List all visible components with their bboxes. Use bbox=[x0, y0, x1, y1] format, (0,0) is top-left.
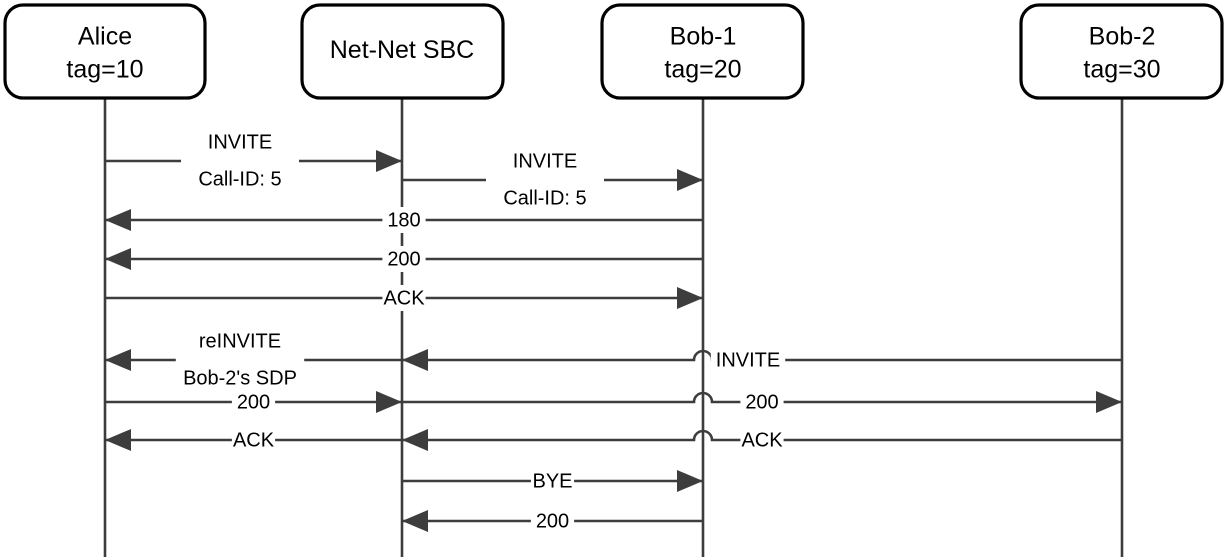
actor-name-alice: Alice bbox=[78, 23, 132, 51]
label-mask-m7 bbox=[710, 347, 786, 373]
message-sublabel-m6: Bob-2's SDP bbox=[183, 367, 297, 389]
message-label-m6: reINVITE bbox=[199, 330, 281, 352]
arrowhead-m5 bbox=[677, 287, 703, 309]
message-m5: ACK bbox=[105, 285, 703, 311]
message-label-m12: BYE bbox=[532, 470, 572, 492]
message-line-m11 bbox=[402, 429, 1122, 442]
message-label-m11: ACK bbox=[741, 429, 783, 451]
message-label-m13: 200 bbox=[536, 510, 569, 532]
arrowhead-m4 bbox=[105, 248, 131, 270]
message-m13: 200 bbox=[402, 508, 703, 534]
arrowhead-m9 bbox=[1096, 391, 1122, 413]
arrowhead-m1 bbox=[376, 150, 402, 172]
message-label-m4: 200 bbox=[387, 248, 420, 270]
message-m11: ACK bbox=[402, 427, 1122, 453]
actor-bob1[interactable]: Bob-1 tag=20 bbox=[600, 3, 805, 100]
actor-box-bob2[interactable] bbox=[1019, 3, 1224, 100]
message-m8: 200 bbox=[105, 389, 402, 415]
label-mask-m1 bbox=[181, 158, 299, 164]
message-m4: 200 bbox=[105, 246, 703, 272]
arrowhead-m13 bbox=[402, 510, 428, 532]
message-sublabel-m1: Call-ID: 5 bbox=[198, 168, 281, 190]
actor-name-bob1: Bob-1 bbox=[670, 23, 737, 51]
actor-name-bob2: Bob-2 bbox=[1089, 23, 1156, 51]
message-m12: BYE bbox=[402, 468, 703, 494]
message-m2: INVITE Call-ID: 5 bbox=[402, 150, 703, 209]
arrowhead-m6 bbox=[105, 349, 131, 371]
arrowhead-m7 bbox=[402, 349, 428, 371]
message-m3: 180 bbox=[105, 207, 703, 233]
actor-tag-bob1: tag=20 bbox=[664, 56, 741, 84]
label-mask-m9 bbox=[740, 389, 784, 415]
actor-box-sbc[interactable] bbox=[300, 3, 505, 100]
label-mask-m3 bbox=[382, 207, 426, 233]
actor-tag-bob2: tag=30 bbox=[1083, 56, 1160, 84]
message-label-m5: ACK bbox=[383, 287, 425, 309]
arrowhead-m12 bbox=[677, 470, 703, 492]
arrowhead-m3 bbox=[105, 209, 131, 231]
label-mask-m5 bbox=[382, 285, 426, 311]
arrowhead-m8 bbox=[376, 391, 402, 413]
arrowhead-m10 bbox=[105, 429, 131, 451]
actor-box-bob1[interactable] bbox=[600, 3, 805, 100]
message-label-m10: ACK bbox=[233, 429, 275, 451]
message-m6: reINVITE Bob-2's SDP bbox=[105, 330, 402, 389]
message-m10: ACK bbox=[105, 427, 402, 453]
arrowhead-m2 bbox=[677, 169, 703, 191]
message-label-m7: INVITE bbox=[716, 349, 780, 371]
arrowhead-m11 bbox=[402, 429, 428, 451]
message-label-m8: 200 bbox=[237, 391, 270, 413]
actor-box-alice[interactable] bbox=[3, 3, 207, 100]
actor-tag-alice: tag=10 bbox=[66, 56, 143, 84]
message-line-m9 bbox=[402, 391, 1122, 404]
label-mask-m12 bbox=[530, 468, 575, 494]
label-mask-m2 bbox=[486, 177, 604, 183]
label-mask-m4 bbox=[382, 246, 426, 272]
actor-name-sbc: Net-Net SBC bbox=[330, 36, 474, 64]
message-m9: 200 bbox=[402, 389, 1122, 415]
label-mask-m6 bbox=[175, 357, 305, 363]
actor-bob2[interactable]: Bob-2 tag=30 bbox=[1019, 3, 1224, 100]
message-m7: INVITE bbox=[402, 347, 1122, 373]
actor-alice[interactable]: Alice tag=10 bbox=[3, 3, 207, 100]
label-mask-m11 bbox=[740, 427, 784, 453]
message-sublabel-m2: Call-ID: 5 bbox=[503, 187, 586, 209]
actor-sbc[interactable]: Net-Net SBC bbox=[300, 3, 505, 100]
message-label-m3: 180 bbox=[387, 209, 420, 231]
message-label-m2: INVITE bbox=[513, 150, 577, 172]
message-m1: INVITE Call-ID: 5 bbox=[105, 131, 402, 190]
message-label-m1: INVITE bbox=[208, 131, 272, 153]
message-label-m9: 200 bbox=[745, 391, 778, 413]
label-mask-m10 bbox=[231, 427, 276, 453]
label-mask-m13 bbox=[530, 508, 575, 534]
label-mask-m8 bbox=[231, 389, 276, 415]
